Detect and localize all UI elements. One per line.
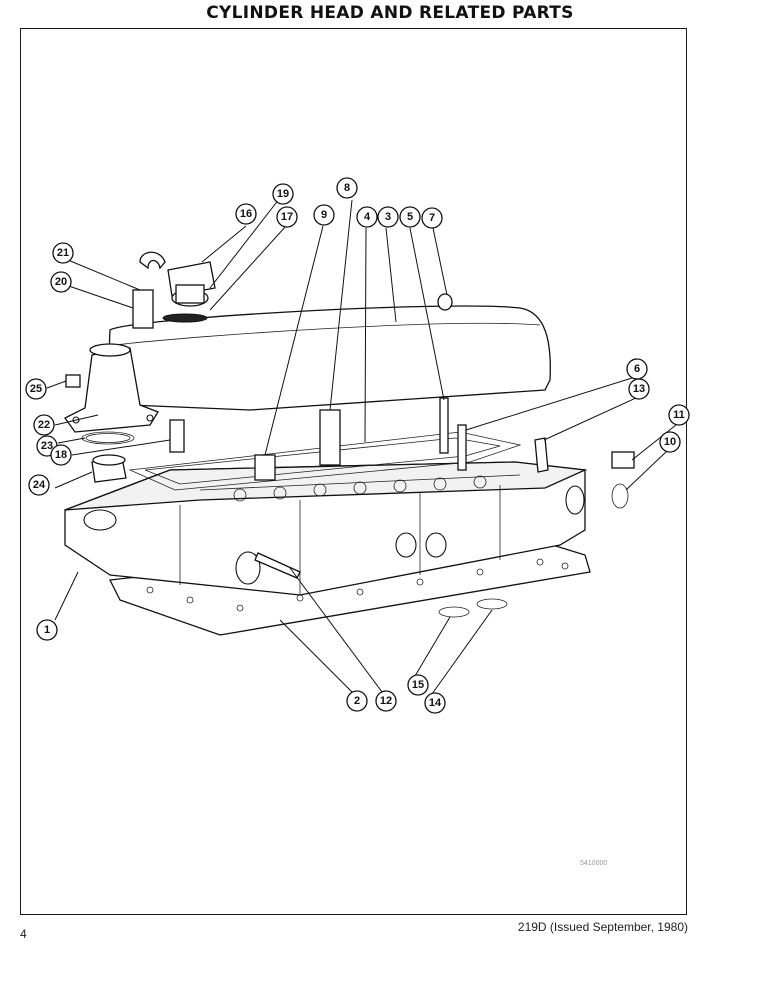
callout-25: 25 (25, 378, 47, 400)
callout-5-label: 5 (407, 211, 413, 223)
callout-20-label: 20 (55, 276, 67, 288)
callout-3: 3 (377, 206, 399, 228)
callout-10: 10 (659, 431, 681, 453)
callout-2: 2 (346, 690, 368, 712)
callout-18: 18 (50, 444, 72, 466)
callout-21-label: 21 (57, 247, 69, 259)
callout-24-label: 24 (33, 479, 46, 491)
callout-3-label: 3 (385, 211, 391, 223)
rocker-cover-gasket-drawing (128, 431, 522, 491)
callout-19-label: 19 (277, 188, 289, 200)
callout-2-label: 2 (354, 695, 360, 707)
drawing-reference-code: 5410000 (580, 860, 608, 867)
callout-8-label: 8 (344, 182, 350, 194)
page-number: 4 (20, 927, 27, 941)
callout-16: 16 (235, 203, 257, 225)
callout-10-label: 10 (664, 436, 676, 448)
callout-18-label: 18 (55, 449, 67, 461)
callout-9-label: 9 (321, 209, 327, 221)
thermostat-housing-drawing (64, 343, 185, 483)
callout-16-label: 16 (240, 208, 252, 220)
page-title: CYLINDER HEAD AND RELATED PARTS (206, 3, 574, 23)
callout-25-label: 25 (30, 383, 42, 395)
rocker-cover-drawing (108, 293, 551, 411)
callout-13-label: 13 (633, 383, 645, 395)
callout-1-label: 1 (44, 624, 50, 636)
callout-8: 8 (336, 177, 358, 199)
callout-19: 19 (272, 183, 294, 205)
callout-22-label: 22 (38, 419, 50, 431)
callout-14-label: 14 (429, 697, 442, 709)
callout-21: 21 (52, 242, 74, 264)
callout-13: 13 (628, 378, 650, 400)
callout-6-label: 6 (634, 363, 640, 375)
callout-17: 17 (276, 206, 298, 228)
callout-12-label: 12 (380, 695, 392, 707)
callout-9: 9 (313, 204, 335, 226)
issue-note: 219D (Issued September, 1980) (517, 920, 688, 934)
callout-15: 15 (407, 674, 429, 696)
callout-4: 4 (356, 206, 378, 228)
studs-drawing (254, 397, 635, 618)
callout-7: 7 (421, 207, 443, 229)
callout-11-label: 11 (673, 409, 685, 421)
callout-24: 24 (28, 474, 50, 496)
callout-14: 14 (424, 692, 446, 714)
callout-23-label: 23 (41, 440, 53, 452)
callout-17-label: 17 (281, 211, 293, 223)
leader-lines (46, 193, 677, 695)
illustration-frame (20, 28, 687, 915)
breather-assembly-drawing (132, 251, 216, 329)
callout-11: 11 (668, 404, 690, 426)
callout-20: 20 (50, 271, 72, 293)
callout-4-label: 4 (364, 211, 371, 223)
callout-22: 22 (33, 414, 55, 436)
cylinder-head-drawing (64, 461, 588, 596)
callout-5: 5 (399, 206, 421, 228)
callout-6: 6 (626, 358, 648, 380)
callout-12: 12 (375, 690, 397, 712)
callout-15-label: 15 (412, 679, 424, 691)
callout-7-label: 7 (429, 212, 435, 224)
callout-1: 1 (36, 619, 58, 641)
